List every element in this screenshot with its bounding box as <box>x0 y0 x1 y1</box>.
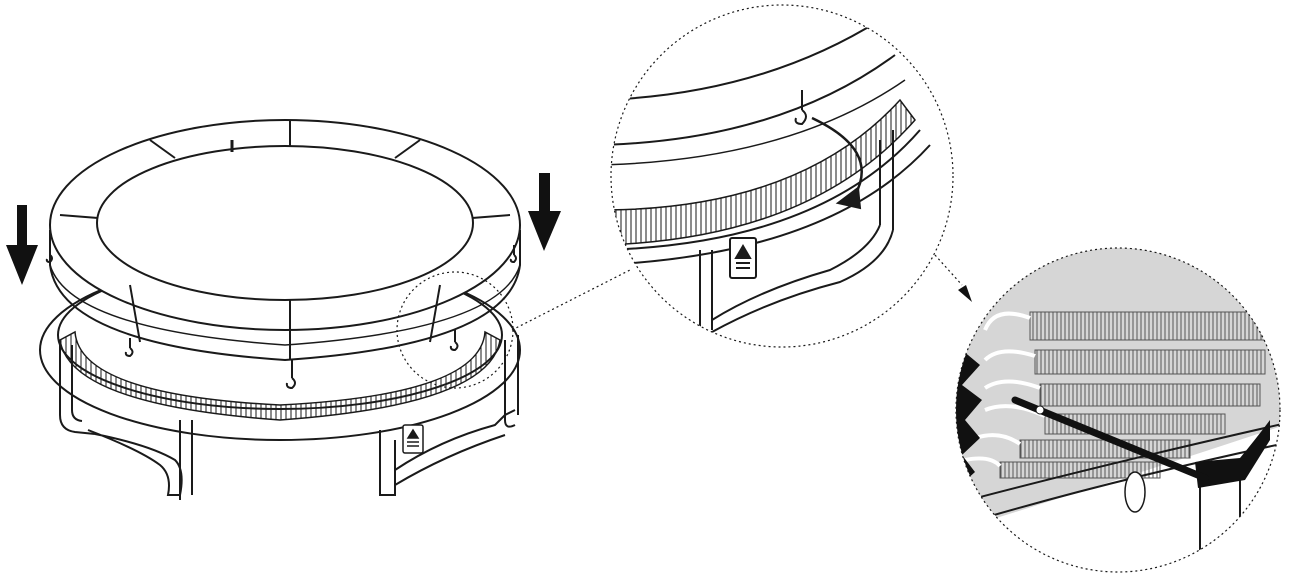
hook-icon <box>45 245 53 264</box>
hook-detail <box>610 4 954 348</box>
callout-leader <box>934 254 972 302</box>
hook-icon <box>285 360 296 390</box>
hook-icon <box>509 245 517 264</box>
down-arrow-right <box>528 173 561 251</box>
trampoline-legs <box>59 335 519 500</box>
spring-pull-tool <box>1011 396 1209 482</box>
safety-pad <box>49 119 521 362</box>
zoom-leader <box>511 269 631 331</box>
pad-hooks <box>45 245 517 390</box>
spring-detail <box>955 247 1281 573</box>
hook-icon <box>449 330 459 352</box>
hook-icon <box>124 338 134 358</box>
warning-label <box>402 424 424 454</box>
springs <box>999 311 1271 479</box>
trampoline <box>39 119 521 500</box>
mat-edge <box>956 320 982 495</box>
spring-band <box>59 330 501 421</box>
down-arrow-left <box>6 205 38 285</box>
